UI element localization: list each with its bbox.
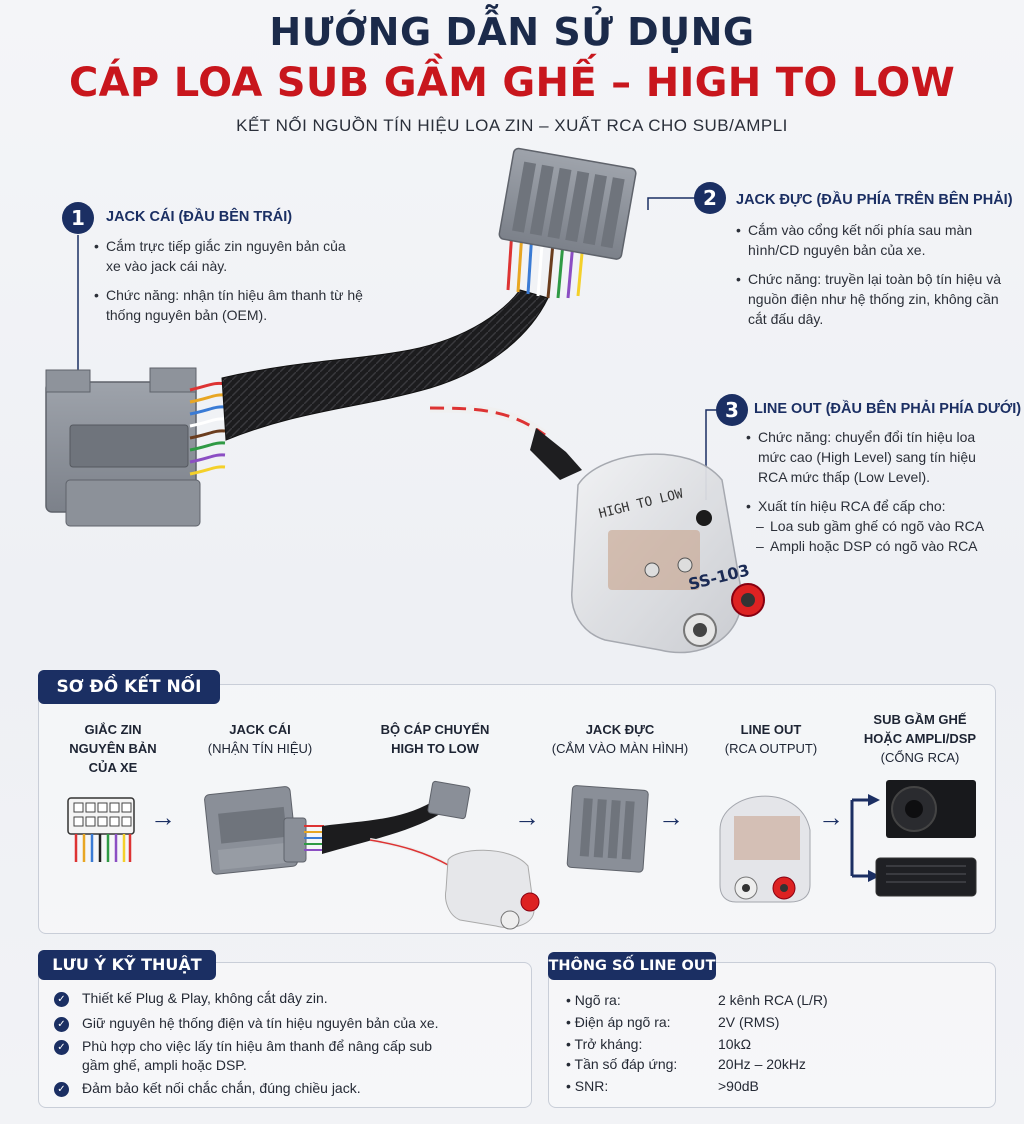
step-1-line1: GIẮC ZIN: [84, 722, 142, 737]
spec-label-text: Ngõ ra:: [574, 992, 621, 1008]
callout-list-3: Chức năng: chuyển đổi tín hiệu loa mức c…: [746, 427, 1006, 556]
line-out-icon: [719, 795, 811, 903]
note-item: Giữ nguyên hệ thống điện và tín hiệu ngu…: [82, 1015, 439, 1031]
step-line-out-label: LINE OUT (RCA OUTPUT): [706, 720, 836, 758]
male-jack-icon: [566, 785, 649, 873]
step-oem-plug-label: GIẮC ZIN NGUYÊN BẢN CỦA XE: [48, 720, 178, 777]
step-2-line2: (NHẬN TÍN HIỆU): [207, 741, 313, 756]
step-1-line2: NGUYÊN BẢN: [69, 741, 157, 756]
spec-label-text: Điện áp ngõ ra:: [574, 1014, 671, 1030]
spec-label: • Ngõ ra:: [566, 992, 621, 1008]
callout-3-bullet: Xuất tín hiệu RCA để cấp cho:: [746, 496, 1006, 516]
callout-3-bullet: Chức năng: chuyển đổi tín hiệu loa mức c…: [746, 427, 1006, 487]
callout-list-2: Cắm vào cổng kết nối phía sau màn hình/C…: [736, 220, 1006, 338]
callout-1-bullet: Chức năng: nhận tín hiệu âm thanh từ hệ …: [94, 285, 364, 325]
spec-value: 2 kênh RCA (L/R): [718, 992, 828, 1008]
callout-list-1: Cắm trực tiếp giắc zin nguyên bản của xe…: [94, 236, 364, 334]
callout-3-sub-bullet: Ampli hoặc DSP có ngõ vào RCA: [746, 536, 1006, 556]
spec-value: 10kΩ: [718, 1036, 752, 1052]
callout-title-2: JACK ĐỰC (ĐẦU PHÍA TRÊN BÊN PHẢI): [736, 192, 1013, 208]
rca-jack-white: [683, 613, 717, 647]
callout-3-sub-bullet: Loa sub gầm ghế có ngõ vào RCA: [746, 516, 1006, 536]
subwoofer-icon: [886, 780, 976, 838]
flow-arrow-icon: →: [818, 802, 844, 832]
page-subtitle: KẾT NỐI NGUỒN TÍN HIỆU LOA ZIN – XUẤT RC…: [236, 116, 788, 135]
step-4-line1: JACK ĐỰC: [585, 722, 655, 737]
spec-label: • SNR:: [566, 1078, 609, 1094]
page-title: HƯỚNG DẪN SỬ DỤNG: [269, 10, 755, 54]
step-6-line2: HOẶC AMPLI/DSP: [863, 731, 977, 746]
female-jack-connector: [45, 367, 201, 527]
callout-title-3: LINE OUT (ĐẦU BÊN PHẢI PHÍA DƯỚI): [754, 401, 1022, 417]
specs-tab: THÔNG SỐ LINE OUT: [548, 952, 716, 980]
callout-number-2: 2: [694, 182, 726, 214]
male-jack-connector: [498, 147, 637, 260]
check-icon: ✓: [54, 1017, 69, 1032]
strain-relief: [530, 428, 582, 480]
spec-label-text: Trở kháng:: [574, 1036, 643, 1052]
step-female-jack-label: JACK CÁI (NHẬN TÍN HIỆU): [190, 720, 330, 758]
step-4-line2: (CẮM VÀO MÀN HÌNH): [551, 741, 689, 756]
oem-plug-icon: [67, 797, 135, 862]
branch-arrow-icon: [850, 798, 870, 878]
step-6-line3: (CỔNG RCA): [880, 750, 960, 765]
step-3-line1: BỘ CÁP CHUYỂN: [380, 722, 490, 737]
product-title: CÁP LOA SUB GẦM GHẾ – HIGH TO LOW: [68, 60, 956, 106]
leader-line-2: [647, 197, 706, 210]
step-sub-amp-label: SUB GẦM GHẾ HOẶC AMPLI/DSP (CỔNG RCA): [846, 710, 994, 767]
amplifier-icon: [875, 857, 977, 897]
product-illustration: HIGH TO LOW SS-103: [45, 147, 765, 654]
rca-jack-red: [731, 583, 765, 617]
check-icon: ✓: [54, 992, 69, 1007]
flow-arrow-icon: →: [658, 802, 684, 832]
specs-panel: [548, 962, 996, 1108]
step-male-jack-label: JACK ĐỰC (CẮM VÀO MÀN HÌNH): [540, 720, 700, 758]
spec-value: 2V (RMS): [718, 1014, 780, 1030]
note-item: Đảm bảo kết nối chắc chắn, đúng chiều ja…: [82, 1080, 361, 1096]
converter-cable-icon: [283, 780, 540, 930]
step-2-line1: JACK CÁI: [229, 722, 291, 737]
step-5-line1: LINE OUT: [740, 722, 802, 737]
diagram-pictures: [67, 780, 977, 930]
callout-title-1: JACK CÁI (ĐẦU BÊN TRÁI): [106, 209, 293, 225]
spec-label: • Tần số đáp ứng:: [566, 1056, 678, 1072]
female-jack-icon: [204, 786, 300, 875]
step-6-line1: SUB GẦM GHẾ: [873, 712, 967, 727]
notes-tab: LƯU Ý KỸ THUẬT: [38, 950, 216, 980]
flow-arrow-icon: →: [150, 802, 176, 832]
note-item: Thiết kế Plug & Play, không cắt dây zin.: [82, 990, 328, 1006]
spec-label-text: SNR:: [574, 1078, 609, 1094]
spec-label: • Điện áp ngõ ra:: [566, 1014, 671, 1030]
spec-value: 20Hz – 20kHz: [718, 1056, 806, 1072]
step-3-line2: HIGH TO LOW: [391, 741, 479, 756]
notes-panel: [38, 962, 532, 1108]
callout-1-bullet: Cắm trực tiếp giắc zin nguyên bản của xe…: [94, 236, 364, 276]
note-item: Phù hợp cho việc lấy tín hiệu âm thanh đ…: [82, 1038, 433, 1073]
spec-label: • Trở kháng:: [566, 1036, 643, 1052]
callout-2-bullet: Chức năng: truyền lại toàn bộ tín hiệu v…: [736, 269, 1006, 329]
check-icon: ✓: [54, 1082, 69, 1097]
step-1-line3: CỦA XE: [88, 760, 138, 775]
braided-sleeve: [221, 289, 549, 441]
line-out-box: HIGH TO LOW SS-103: [571, 453, 765, 654]
callout-2-bullet: Cắm vào cổng kết nối phía sau màn hình/C…: [736, 220, 1006, 260]
step-converter-label: BỘ CÁP CHUYỂN HIGH TO LOW: [360, 720, 510, 758]
callout-number-1: 1: [62, 202, 94, 234]
spec-label-text: Tần số đáp ứng:: [574, 1056, 678, 1072]
flow-arrow-icon: →: [514, 802, 540, 832]
connection-diagram-tab: SƠ ĐỒ KẾT NỐI: [38, 670, 220, 704]
callout-number-3: 3: [716, 394, 748, 426]
check-icon: ✓: [54, 1040, 69, 1055]
step-5-line2: (RCA OUTPUT): [724, 741, 818, 756]
spec-value: >90dB: [718, 1078, 759, 1094]
